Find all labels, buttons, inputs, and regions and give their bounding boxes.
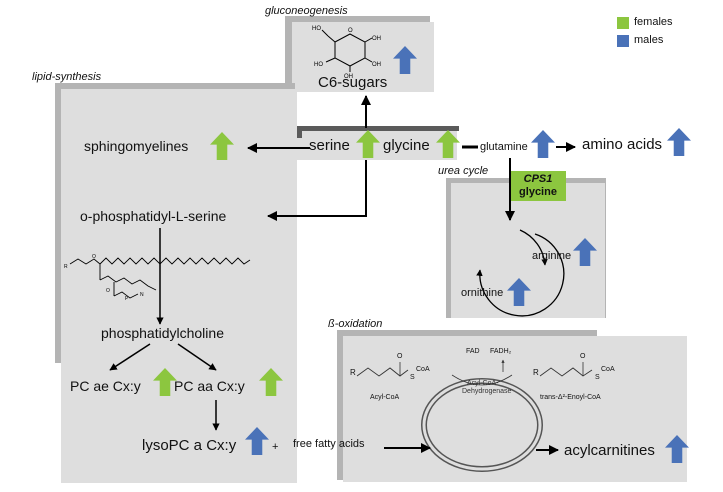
glucose-oh-5: OH: [372, 36, 381, 42]
phosphatidylserine-label: o-phosphatidyl-L-serine: [80, 208, 227, 224]
up-arrow-female-pc-ae: [153, 368, 177, 396]
legend-female-swatch: [617, 17, 629, 29]
urea-cycle-loop: [476, 233, 565, 317]
pc-ae-label: PC ae Cx:y: [70, 378, 141, 394]
legend: females males: [617, 15, 717, 51]
c6-sugars-label: C6-sugars: [318, 74, 388, 91]
free-fatty-acids-label: free fatty acids: [293, 438, 365, 450]
up-arrow-female-glycine: [436, 130, 460, 158]
serine-glycine-bar-left: [297, 126, 302, 138]
svg-text:R: R: [64, 264, 68, 270]
up-arrow-female-serine: [356, 130, 380, 158]
amino-acids-label: amino acids: [582, 136, 663, 153]
arrow-serine-to-phosphatidylserine: [267, 160, 367, 221]
glutamine-label: glutamine: [480, 141, 528, 153]
r1-label: R: [350, 368, 356, 377]
up-arrow-female-sphingomyelines: [210, 132, 234, 160]
up-arrow-female-pc-aa: [259, 368, 283, 396]
lysopc-label: lysoPC a Cx:y: [142, 437, 237, 454]
lipid-panel: [61, 89, 297, 483]
cps1-label: CPS1: [523, 173, 553, 185]
coa1-label: CoA: [416, 366, 430, 373]
lipid-synthesis-title: lipid-synthesis: [32, 71, 102, 83]
glucose-structure: [321, 29, 373, 72]
svg-text:P: P: [125, 296, 129, 302]
serine-glycine-panel: [297, 130, 457, 160]
up-arrow-male-lysopc: [245, 427, 269, 455]
beta-panel-shadow: [337, 330, 597, 338]
cps1-glycine-label: glycine: [519, 186, 557, 198]
fad-label: FAD: [466, 348, 480, 355]
plus-sign: +: [272, 441, 279, 453]
o2-label: O: [580, 353, 586, 360]
up-arrow-male-glutamine: [531, 130, 555, 158]
arrow-pc-to-pcaa: [177, 343, 217, 371]
glucose-oh-4: OH: [372, 62, 381, 68]
gluconeogenesis-title: gluconeogenesis: [265, 5, 348, 17]
phosphatidylcholine-label: phosphatidylcholine: [101, 325, 224, 341]
cps1-box: CPS1 glycine: [510, 171, 566, 201]
s1-label: S: [410, 374, 415, 381]
legend-male-swatch: [617, 35, 629, 47]
serine-label: serine: [309, 137, 350, 154]
glucose-ring-o: O: [348, 28, 353, 34]
serine-glycine-bar: [297, 126, 459, 131]
up-arrow-male-ornithine: [507, 278, 531, 306]
beta-oxidation-panel: [343, 336, 687, 482]
fadh2-label: FADH₂: [490, 348, 512, 355]
s2-label: S: [595, 374, 600, 381]
acyl-coa-label: Acyl-CoA: [370, 394, 400, 401]
legend-female-label: females: [634, 16, 673, 28]
up-arrow-male-c6-sugars: [393, 46, 417, 74]
up-arrow-male-amino-acids: [667, 128, 691, 156]
svg-text:N: N: [140, 292, 144, 298]
o1-label: O: [397, 353, 403, 360]
ornithine-label: ornithine: [461, 287, 504, 299]
sphingomyelines-label: sphingomyelines: [84, 138, 189, 154]
urea-cycle-title: urea cycle: [438, 165, 489, 177]
up-arrow-male-acylcarnitines: [665, 435, 689, 463]
legend-male-label: males: [634, 34, 664, 46]
enzyme-label-1: Acyl-CoA-: [467, 380, 499, 387]
pc-aa-label: PC aa Cx:y: [174, 378, 245, 394]
arginine-label: arginine: [532, 250, 572, 262]
up-arrow-male-arginine: [573, 238, 597, 266]
r2-label: R: [533, 368, 539, 377]
trans-enoyl-coa-label: trans-Δ²-Enoyl-CoA: [540, 394, 601, 401]
glucose-oh-3: OH: [344, 74, 353, 80]
beta-oxidation-title: ß-oxidation: [328, 318, 383, 330]
glucose-oh-2: HO: [314, 62, 323, 68]
beta-panel-shadow-left: [337, 330, 345, 480]
glucose-oh-1: HO: [312, 26, 321, 32]
svg-text:O: O: [106, 288, 110, 294]
glycine-label: glycine: [383, 137, 430, 154]
enzyme-label-2: Dehydrogenase: [462, 388, 512, 395]
coa2-label: CoA: [601, 366, 615, 373]
svg-text:O: O: [92, 254, 96, 260]
arrow-pc-to-pcae: [109, 343, 151, 371]
acylcarnitines-label: acylcarnitines: [564, 442, 655, 459]
phospholipid-structure: [69, 257, 251, 299]
